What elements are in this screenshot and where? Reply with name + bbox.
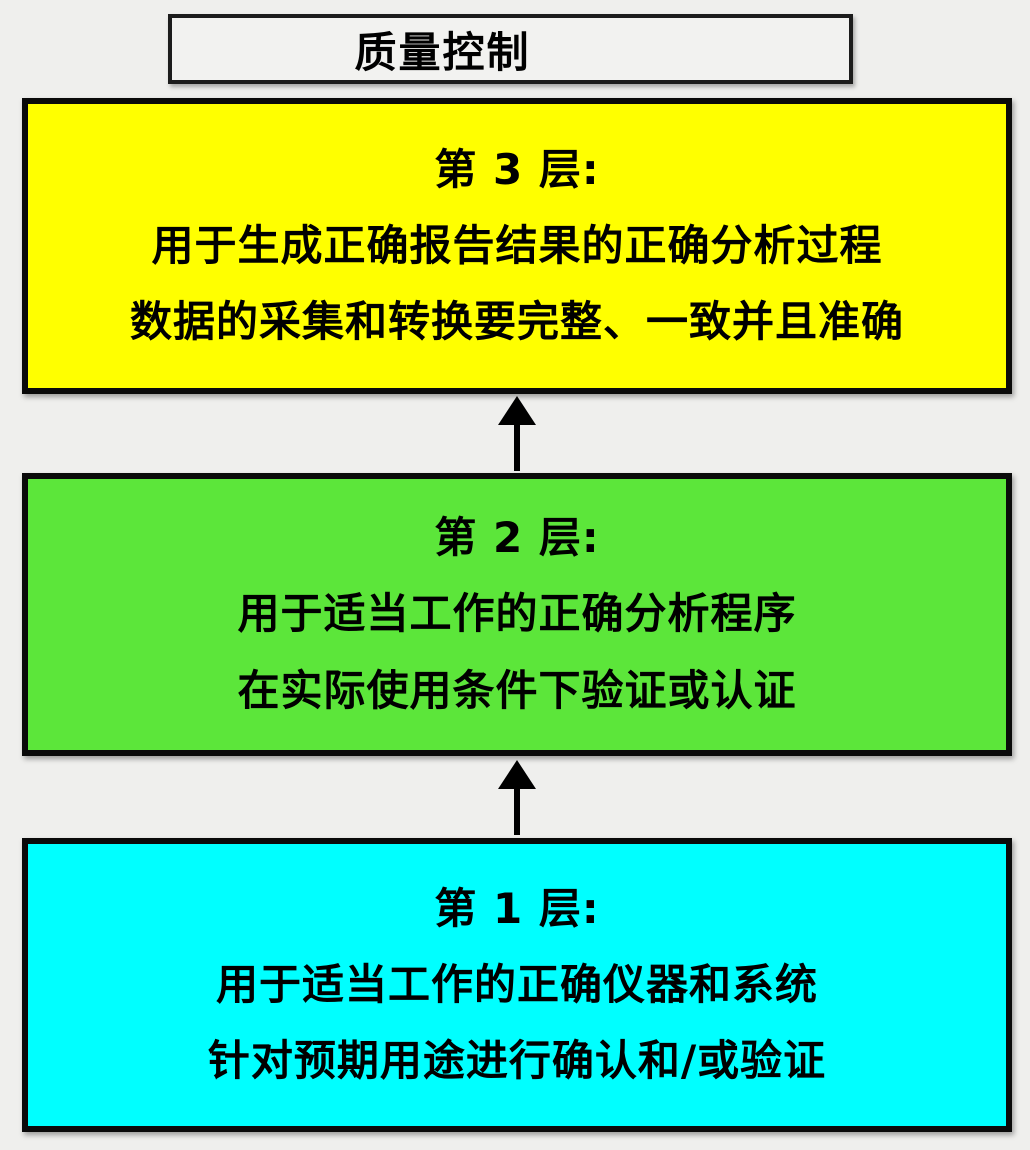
layer-2-line-1: 用于适当工作的正确分析程序 (237, 589, 797, 639)
layer-1-line-2: 针对预期用途进行确认和/或验证 (207, 1036, 827, 1086)
arrow-stem (514, 789, 520, 835)
layer-1-heading: 第 1 层: (434, 883, 600, 933)
layer-3-line-2: 数据的采集和转换要完整、一致并且准确 (129, 297, 904, 347)
layer-1-box: 第 1 层: 用于适当工作的正确仪器和系统 针对预期用途进行确认和/或验证 (22, 838, 1012, 1132)
arrow-layer1-to-layer2 (498, 760, 536, 835)
arrowhead-up-icon (498, 396, 536, 425)
layer-3-heading: 第 3 层: (434, 144, 600, 194)
arrowhead-up-icon (498, 760, 536, 789)
arrow-layer2-to-layer3 (498, 396, 536, 471)
layer-2-box: 第 2 层: 用于适当工作的正确分析程序 在实际使用条件下验证或认证 (22, 473, 1012, 756)
title-box: 质量控制 (168, 14, 853, 84)
layer-3-line-1: 用于生成正确报告结果的正确分析过程 (151, 220, 883, 270)
layer-2-heading: 第 2 层: (434, 513, 600, 563)
diagram-title: 质量控制 (354, 27, 531, 77)
layer-1-line-1: 用于适当工作的正确仪器和系统 (215, 959, 818, 1009)
layer-2-line-2: 在实际使用条件下验证或认证 (237, 665, 797, 715)
arrow-stem (514, 425, 520, 471)
layer-3-box: 第 3 层: 用于生成正确报告结果的正确分析过程 数据的采集和转换要完整、一致并… (22, 98, 1012, 394)
